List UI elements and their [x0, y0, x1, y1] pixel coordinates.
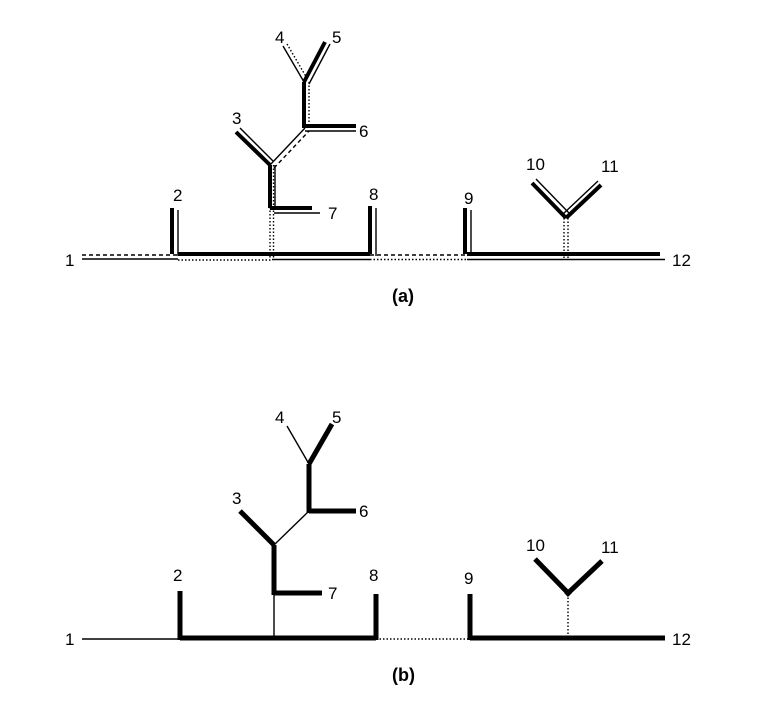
label-leaf-10: 10 — [526, 155, 545, 174]
label-b-leaf-7: 7 — [328, 584, 337, 603]
edge-1-2 — [82, 254, 178, 260]
label-leaf-12: 12 — [672, 251, 691, 270]
label-leaf-1: 1 — [65, 251, 74, 270]
edge-x2-x5 — [269, 127, 310, 169]
edge-x5-x6 — [302, 82, 310, 128]
label-b-leaf-10: 10 — [526, 536, 545, 555]
panel-a — [82, 41, 665, 261]
edge-b-leaf-10 — [533, 557, 572, 597]
label-leaf-3: 3 — [232, 109, 241, 128]
label-leaf-4: 4 — [275, 28, 284, 47]
edge-leaf-6 — [305, 124, 356, 132]
label-leaf-2: 2 — [173, 186, 182, 205]
edge-b-leaf-11 — [564, 559, 604, 597]
label-leaf-6: 6 — [359, 122, 368, 141]
edge-leaf-3 — [234, 127, 274, 167]
edge-b-leaf-5 — [306, 422, 335, 466]
label-b-leaf-8: 8 — [369, 566, 378, 585]
edge-leaf-2 — [170, 208, 179, 256]
label-b-leaf-6: 6 — [359, 502, 368, 521]
label-b-leaf-1: 1 — [65, 630, 74, 649]
edge-x4-12 — [565, 252, 665, 261]
edge-2-x1 — [178, 252, 272, 261]
label-b-leaf-4: 4 — [275, 408, 284, 427]
edge-leaf-5 — [302, 41, 331, 85]
label-leaf-9: 9 — [464, 189, 473, 208]
edge-b-leaf-4 — [286, 425, 310, 465]
edge-x2-x3 — [268, 165, 276, 208]
label-leaf-5: 5 — [332, 28, 341, 47]
label-b-leaf-5: 5 — [332, 408, 341, 427]
edge-b-leaf-3 — [238, 509, 276, 547]
panel-b — [82, 422, 665, 641]
panel-b-caption: (b) — [392, 665, 415, 685]
label-b-leaf-9: 9 — [464, 569, 473, 588]
edge-x1-8 — [272, 252, 370, 261]
edge-b-x2-x5 — [273, 510, 310, 546]
edge-leaf-8 — [368, 206, 377, 256]
panel-a-labels: 1 2 3 4 5 6 7 8 9 10 11 12 (a) — [65, 28, 691, 306]
edge-8-9 — [370, 254, 467, 261]
edge-leaf-9 — [463, 208, 472, 256]
label-b-leaf-12: 12 — [672, 630, 691, 649]
edge-9-x4 — [467, 252, 565, 261]
label-b-leaf-3: 3 — [232, 489, 241, 508]
panel-a-caption: (a) — [392, 286, 414, 306]
label-leaf-8: 8 — [369, 185, 378, 204]
panel-b-labels: 1 2 3 4 5 6 7 8 9 10 11 12 (b) — [65, 408, 691, 685]
label-b-leaf-2: 2 — [173, 566, 182, 585]
label-b-leaf-11: 11 — [601, 538, 619, 557]
edge-leaf-7 — [270, 206, 320, 214]
edge-leaf-11 — [562, 180, 603, 220]
label-leaf-7: 7 — [328, 204, 337, 223]
edge-leaf-4 — [282, 43, 309, 83]
edge-leaf-10 — [530, 178, 570, 220]
label-leaf-11: 11 — [601, 157, 619, 176]
